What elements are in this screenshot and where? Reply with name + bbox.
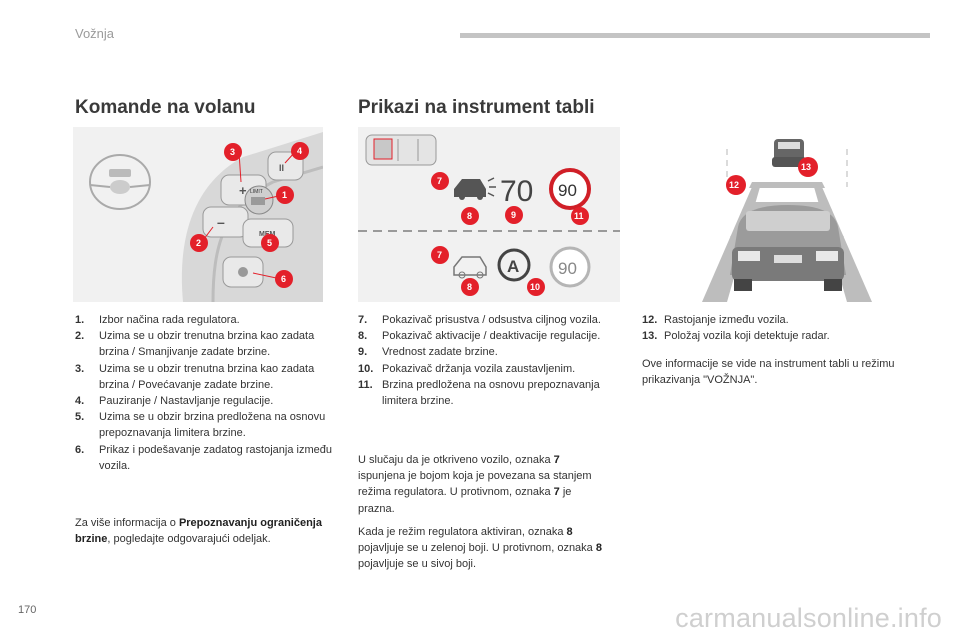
callout-2: 2 [190,234,208,252]
section-label: Vožnja [75,26,115,41]
callout-7-top: 7 [431,172,449,190]
callout-11: 11 [571,207,589,225]
limit-label: LIMIT [250,189,263,195]
list-item: 12.Rastojanje između vozila. [642,314,789,326]
svg-text:1: 1 [282,190,287,200]
speed-limit-sign-top: 90 [549,168,591,210]
own-vehicle-icon [730,205,846,291]
plus-label: + [239,183,247,198]
list-item: 7.Pokazivač prisustva / odsustva ciljnog… [358,314,601,326]
cluster-thumbnail-icon [365,134,437,166]
callout-13: 13 [798,157,818,177]
callout-9: 9 [505,206,523,224]
callout-6: 6 [275,270,293,288]
callout-10: 10 [527,278,545,296]
vehicle-hold-indicator: A [497,248,531,282]
svg-text:2: 2 [196,238,201,248]
callout-7-bottom: 7 [431,246,449,264]
header-rule [460,33,930,38]
callout-3: 3 [224,143,242,161]
svg-text:3: 3 [230,147,235,157]
svg-text:8: 8 [467,211,472,221]
list-item: 8.Pokazivač aktivacije / deaktivacije re… [358,330,601,343]
list-item: 5.Uzima se u obzir brzina predložena na … [75,411,326,440]
page-number: 170 [18,604,37,616]
speed-limit-sign-bottom: 90 [549,246,591,288]
list-item: 13.Položaj vozila koji detektuje radar. [642,330,830,343]
list-item: 2.Uzima se u obzir trenutna brzina kao z… [75,330,315,359]
cluster-indicators-list: 7.Pokazivač prisustva / odsustva ciljnog… [358,312,608,409]
svg-text:A: A [507,257,519,276]
activation-indicator-paragraph: Kada je režim regulatora aktiviran, ozna… [358,526,602,571]
svg-text:11: 11 [574,211,584,221]
svg-text:6: 6 [281,274,286,284]
steering-wheel-illustration: + II – LIMIT MEM 3 4 1 2 5 6 [73,127,324,303]
callout-8-top: 8 [461,207,479,225]
detected-vehicle-icon [772,139,806,167]
callout-5: 5 [261,234,279,252]
svg-text:13: 13 [801,162,811,172]
distance-display-illustration: 13 12 [642,127,932,302]
callout-4: 4 [291,142,309,160]
target-vehicle-icon-empty [453,256,487,279]
svg-text:10: 10 [530,282,540,292]
more-info-note: Za više informacija o Prepoznavanju ogra… [75,517,322,546]
heading-instrument-displays: Prikazi na instrument tabli [358,97,595,118]
target-vehicle-icon-filled [454,177,496,200]
target-indicator-paragraph: U slučaju da je otkriveno vozilo, oznaka… [358,454,592,515]
list-item: 3.Uzima se u obzir trenutna brzina kao z… [75,362,315,391]
svg-text:4: 4 [297,146,302,156]
svg-text:8: 8 [467,282,472,292]
list-item: 4.Pauziranje / Nastavljanje regulacije. [75,395,274,408]
svg-text:90: 90 [558,259,577,278]
small-steering-wheel-icon [89,154,151,210]
callout-1: 1 [276,186,294,204]
list-item: 1.Izbor načina rada regulatora. [75,314,240,326]
display-mode-paragraph: Ove informacije se vide na instrument ta… [642,358,895,387]
watermark: carmanualsonline.info [675,603,942,633]
set-speed-value: 70 [500,175,533,208]
callout-8-bottom: 8 [461,278,479,296]
svg-text:90: 90 [558,181,577,200]
list-item: 11.Brzina predložena na osnovu prepoznav… [358,378,600,408]
list-item: 6.Prikaz i podešavanje zadatog rastojanj… [75,443,332,472]
svg-text:9: 9 [511,210,516,220]
steering-controls-list: 1.Izbor načina rada regulatora. 2.Uzima … [75,312,340,474]
instrument-cluster-illustration: 70 90 A 90 7 8 9 11 7 8 10 [358,127,620,302]
svg-text:12: 12 [729,180,739,190]
pause-label: II [279,163,284,173]
list-item: 10.Pokazivač držanja vozila zaustavljeni… [358,362,576,375]
list-item: 9.Vrednost zadate brzine. [358,346,498,359]
svg-text:5: 5 [267,238,272,248]
svg-text:7: 7 [437,250,442,260]
svg-text:7: 7 [437,176,442,186]
distance-indicators-list: 12.Rastojanje između vozila. 13.Položaj … [642,312,907,344]
heading-steering-controls: Komande na volanu [75,97,256,118]
minus-label: – [217,214,225,230]
callout-12: 12 [726,175,746,195]
